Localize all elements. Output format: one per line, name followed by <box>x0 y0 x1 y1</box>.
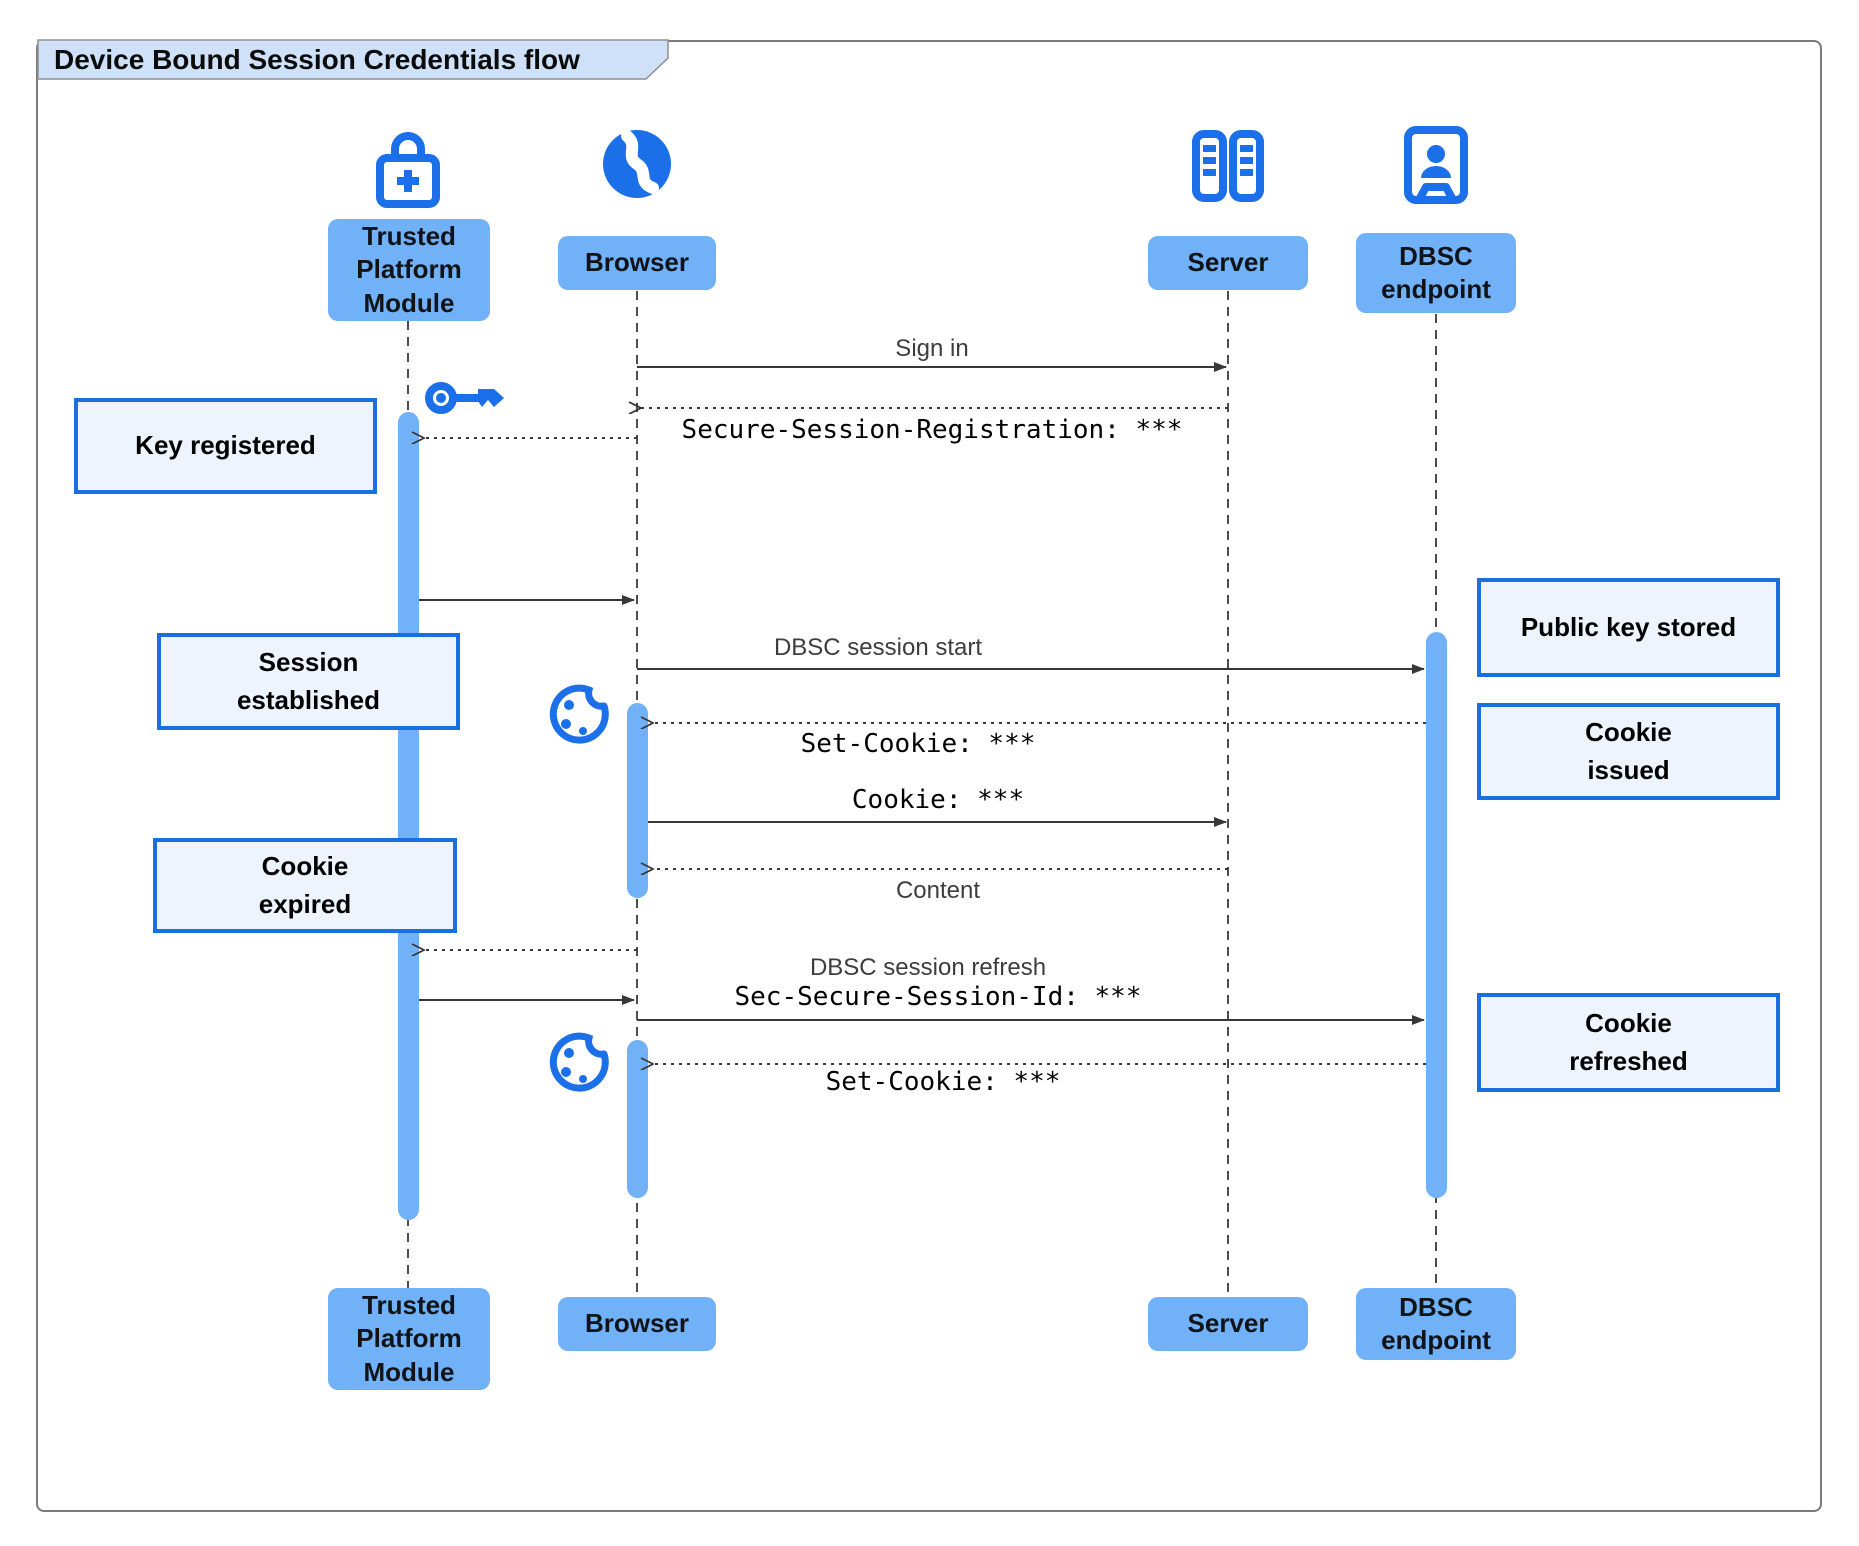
activation-bar-tpm <box>398 412 419 1220</box>
note-text: Key registered <box>135 430 316 461</box>
actor-dbsc-bottom: DBSC endpoint <box>1356 1288 1516 1360</box>
message-label-dbsc-session-refresh: DBSC session refresh <box>809 954 1047 981</box>
actor-server-top: Server <box>1148 236 1308 290</box>
note-key-registered: Key registered <box>74 398 377 494</box>
actor-server-label: Server <box>1187 247 1269 278</box>
note-text: Cookie refreshed <box>1569 1007 1688 1076</box>
actor-browser-bottom: Browser <box>558 1297 716 1351</box>
actor-tpm-top: Trusted Platform Module <box>328 219 490 321</box>
note-session-established: Session established <box>157 633 460 730</box>
actor-browser-label: Browser <box>584 247 690 278</box>
message-label-dbsc-session-start: DBSC session start <box>773 634 983 661</box>
key-icon <box>424 374 508 422</box>
cookie-icon <box>545 678 613 748</box>
message-label-cookie: Cookie: *** <box>851 785 1025 815</box>
note-cookie-refreshed: Cookie refreshed <box>1477 993 1780 1092</box>
activation-bar-dbsc <box>1426 632 1447 1198</box>
note-text: Public key stored <box>1520 611 1737 642</box>
actor-browser-top: Browser <box>558 236 716 290</box>
actor-browser-label: Browser <box>584 1308 690 1339</box>
actor-tpm-label: Trusted Platform Module <box>356 221 462 318</box>
note-text: Cookie expired <box>258 850 352 919</box>
cookie-icon <box>545 1026 613 1096</box>
note-cookie-issued: Cookie issued <box>1477 703 1780 800</box>
message-label-session-registration: Secure-Session-Registration: *** <box>681 415 1183 445</box>
actor-dbsc-label: DBSC endpoint <box>1381 1291 1491 1355</box>
note-text: Session established <box>236 646 381 715</box>
note-public-key-stored: Public key stored <box>1477 578 1780 677</box>
message-label-set-cookie-refresh: Set-Cookie: *** <box>825 1067 1061 1097</box>
actor-server-label: Server <box>1187 1308 1269 1339</box>
message-label-content: Content <box>895 877 981 904</box>
actor-tpm-label: Trusted Platform Module <box>356 1290 462 1387</box>
actor-server-bottom: Server <box>1148 1297 1308 1351</box>
activation-bar-browser-2 <box>627 1040 648 1198</box>
kiosk-person-icon <box>1400 124 1472 208</box>
server-racks-icon <box>1188 128 1268 206</box>
note-cookie-expired: Cookie expired <box>153 838 457 933</box>
title-tab <box>37 39 669 80</box>
message-label-sign-in: Sign in <box>895 335 969 362</box>
activation-bar-browser-1 <box>627 703 648 898</box>
message-label-set-cookie-issue: Set-Cookie: *** <box>800 729 1036 759</box>
globe-icon <box>599 126 675 202</box>
diagram-title: Device Bound Session Credentials flow <box>54 44 580 75</box>
actor-tpm-bottom: Trusted Platform Module <box>328 1288 490 1390</box>
note-text: Cookie issued <box>1585 716 1672 785</box>
actor-dbsc-top: DBSC endpoint <box>1356 233 1516 313</box>
actor-dbsc-label: DBSC endpoint <box>1381 240 1491 304</box>
lock-plus-icon <box>368 124 448 212</box>
message-label-secure-session-id: Sec-Secure-Session-Id: *** <box>734 982 1142 1012</box>
